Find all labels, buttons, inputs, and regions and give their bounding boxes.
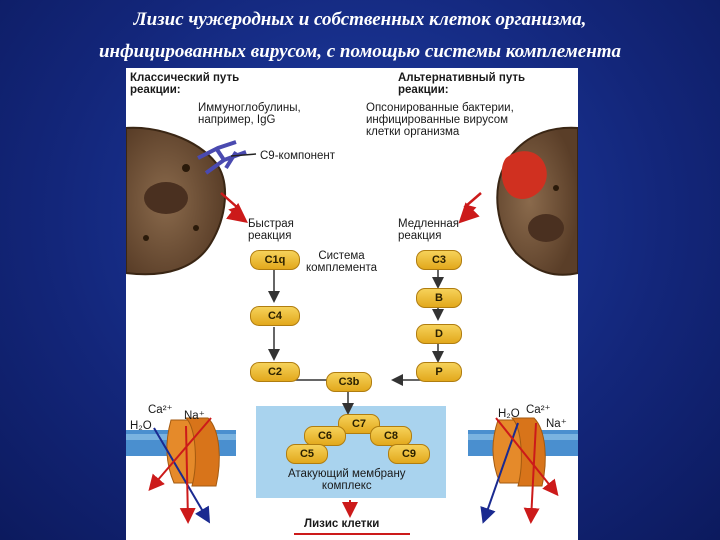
h2o-right: H₂O [498, 408, 520, 420]
c9-node: C9 [388, 444, 430, 464]
slide-title-line-1: Лизис чужеродных и собственных клеток ор… [133, 9, 587, 30]
left-lightning [220, 192, 248, 224]
slow-reaction-label: Медленная реакция [398, 218, 459, 242]
c7-node: C7 [338, 414, 380, 434]
cell-lysis-label: Лизис клетки [304, 518, 380, 530]
c1q-node: C1q [250, 250, 300, 270]
right-cell [496, 126, 578, 276]
c3-node: C3 [416, 250, 462, 270]
diagram-panel: Классический путь реакции: Иммуноглобули… [126, 68, 578, 540]
b-node: B [416, 288, 462, 308]
ca-ion-right: Ca²⁺ [526, 404, 551, 416]
d-node: D [416, 324, 462, 344]
na-ion-right: Na⁺ [546, 418, 567, 430]
c2-node: C2 [250, 362, 300, 382]
immunoglobulin-label: Иммуноглобулины, например, IgG [198, 102, 301, 126]
complement-system-label: Система комплемента [306, 250, 377, 274]
c9-component-label: С9-компонент [260, 150, 335, 162]
alternative-pathway-label: Альтернативный путь реакции: [398, 72, 526, 96]
na-ion-left: Na⁺ [184, 410, 205, 422]
right-lightning [458, 192, 482, 224]
c9-pointer [230, 153, 257, 157]
slide-title-line-2: инфицированных вирусом, с помощью систем… [98, 41, 622, 62]
opsonized-bacteria-label: Опсонированные бактерии, инфицированные … [366, 102, 514, 138]
p-node: P [416, 362, 462, 382]
membrane-attack-complex-label: Атакующий мембрану комплекс [288, 468, 406, 492]
c6-node: C6 [304, 426, 346, 446]
ca-ion-left: Ca²⁺ [148, 404, 173, 416]
classical-pathway-label: Классический путь реакции: [130, 72, 240, 96]
infected-region [501, 151, 547, 199]
left-cell [126, 126, 227, 276]
h2o-left: H₂O [130, 420, 152, 432]
c8-node: C8 [370, 426, 412, 446]
fast-reaction-label: Быстрая реакция [248, 218, 294, 242]
c3b-node: C3b [326, 372, 372, 392]
c4-node: C4 [250, 306, 300, 326]
c5-node: C5 [286, 444, 328, 464]
